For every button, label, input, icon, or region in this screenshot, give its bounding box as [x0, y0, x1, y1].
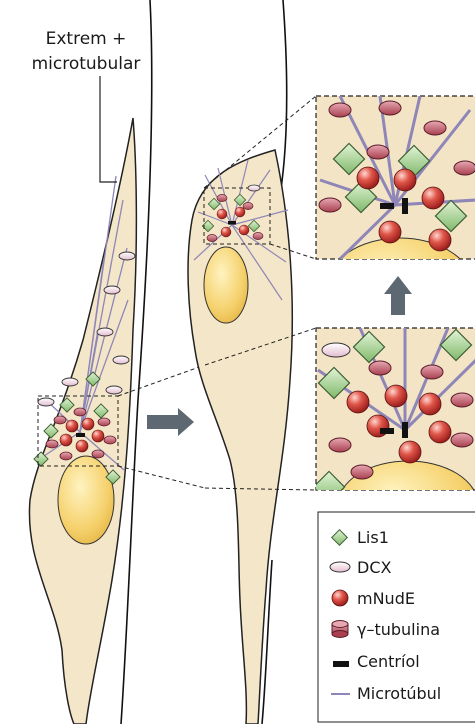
legend-label-dcx: DCX — [357, 558, 391, 577]
centriole-bar-icon — [333, 661, 349, 667]
middle-cell-body — [188, 150, 292, 724]
legend-label-microtubule: Microtúbul — [357, 684, 441, 703]
middle-migrating-cell — [188, 150, 292, 724]
callout-text-line2: microtubular — [32, 54, 141, 74]
middle-dcx-proteins — [248, 185, 260, 191]
legend: Lis1 DCX mNudE γ–tubulina Centríol Micro… — [318, 512, 475, 722]
zoom-up-arrow-icon — [384, 276, 412, 315]
left-migrating-cell — [29, 118, 136, 724]
legend-label-centriole: Centríol — [357, 652, 420, 671]
legend-label-mnude: mNudE — [357, 589, 415, 608]
legend-label-lis1: Lis1 — [357, 528, 389, 547]
callout-leader-line — [100, 76, 117, 182]
dcx-ellipse-icon — [330, 562, 350, 572]
mnude-sphere-icon — [332, 590, 348, 606]
callout-plus-end: Extrem + microtubular — [32, 29, 141, 182]
left-nucleus — [58, 456, 114, 544]
legend-label-gamma-tubulin: γ–tubulina — [357, 620, 440, 639]
gamma-tubulin-ring-icon — [332, 621, 348, 638]
middle-nucleus — [204, 247, 248, 323]
callout-text-line1: Extrem + — [46, 29, 127, 49]
legend-item-lis1: Lis1 — [332, 528, 389, 547]
migration-arrow-icon — [147, 408, 194, 436]
